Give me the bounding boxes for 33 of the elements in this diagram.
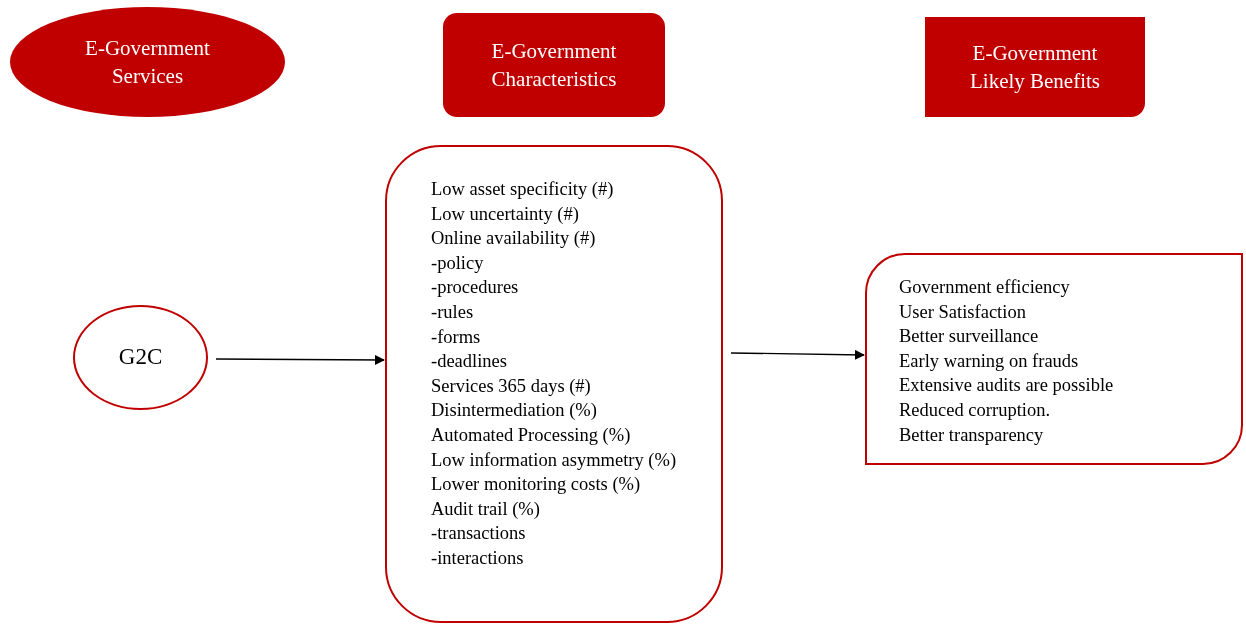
node-text: E-Government Characteristics [490, 38, 618, 93]
node-text: Early warning on frauds [899, 349, 1080, 373]
node-text: Government efficiency [899, 276, 1071, 299]
node-text: Better surveillance [899, 325, 1040, 349]
node-text: -forms [431, 325, 482, 349]
node-text: Low asset specificity (#) [431, 178, 615, 201]
header-box [925, 17, 1145, 117]
list-box [385, 145, 723, 623]
node-text: -policy [431, 251, 485, 275]
node-text: Better transparency [899, 423, 1045, 447]
node-text: -procedures [431, 276, 520, 300]
node-text: -rules [431, 300, 475, 324]
node-text: Reduced corruption. [899, 398, 1052, 422]
node-text: User Satisfaction [899, 300, 1027, 324]
node-text: -interactions [431, 546, 525, 570]
list-box [865, 253, 1243, 465]
node-text: Lower monitoring costs (%) [431, 473, 642, 497]
node-text: Low information asymmetry (%) [431, 448, 678, 472]
node-text: E-Government Services [84, 35, 211, 90]
node-text: Audit trail (%) [431, 497, 541, 521]
node-text: Low uncertainty (#) [431, 202, 580, 226]
node-text: Extensive audits are possible [899, 374, 1115, 398]
header-box [443, 13, 665, 117]
arrow [215, 354, 385, 365]
node-text: E-Government Likely Benefits [968, 40, 1102, 95]
arrow [730, 349, 865, 360]
node-text: -deadlines [431, 350, 509, 374]
node-text: Automated Processing (%) [431, 423, 632, 447]
node-text: Services 365 days (#) [431, 374, 592, 398]
node-text: Online availability (#) [431, 227, 597, 251]
node-text: -transactions [431, 522, 527, 546]
node-text: G2C [118, 343, 163, 372]
node-text: Disintermediation (%) [431, 399, 598, 423]
